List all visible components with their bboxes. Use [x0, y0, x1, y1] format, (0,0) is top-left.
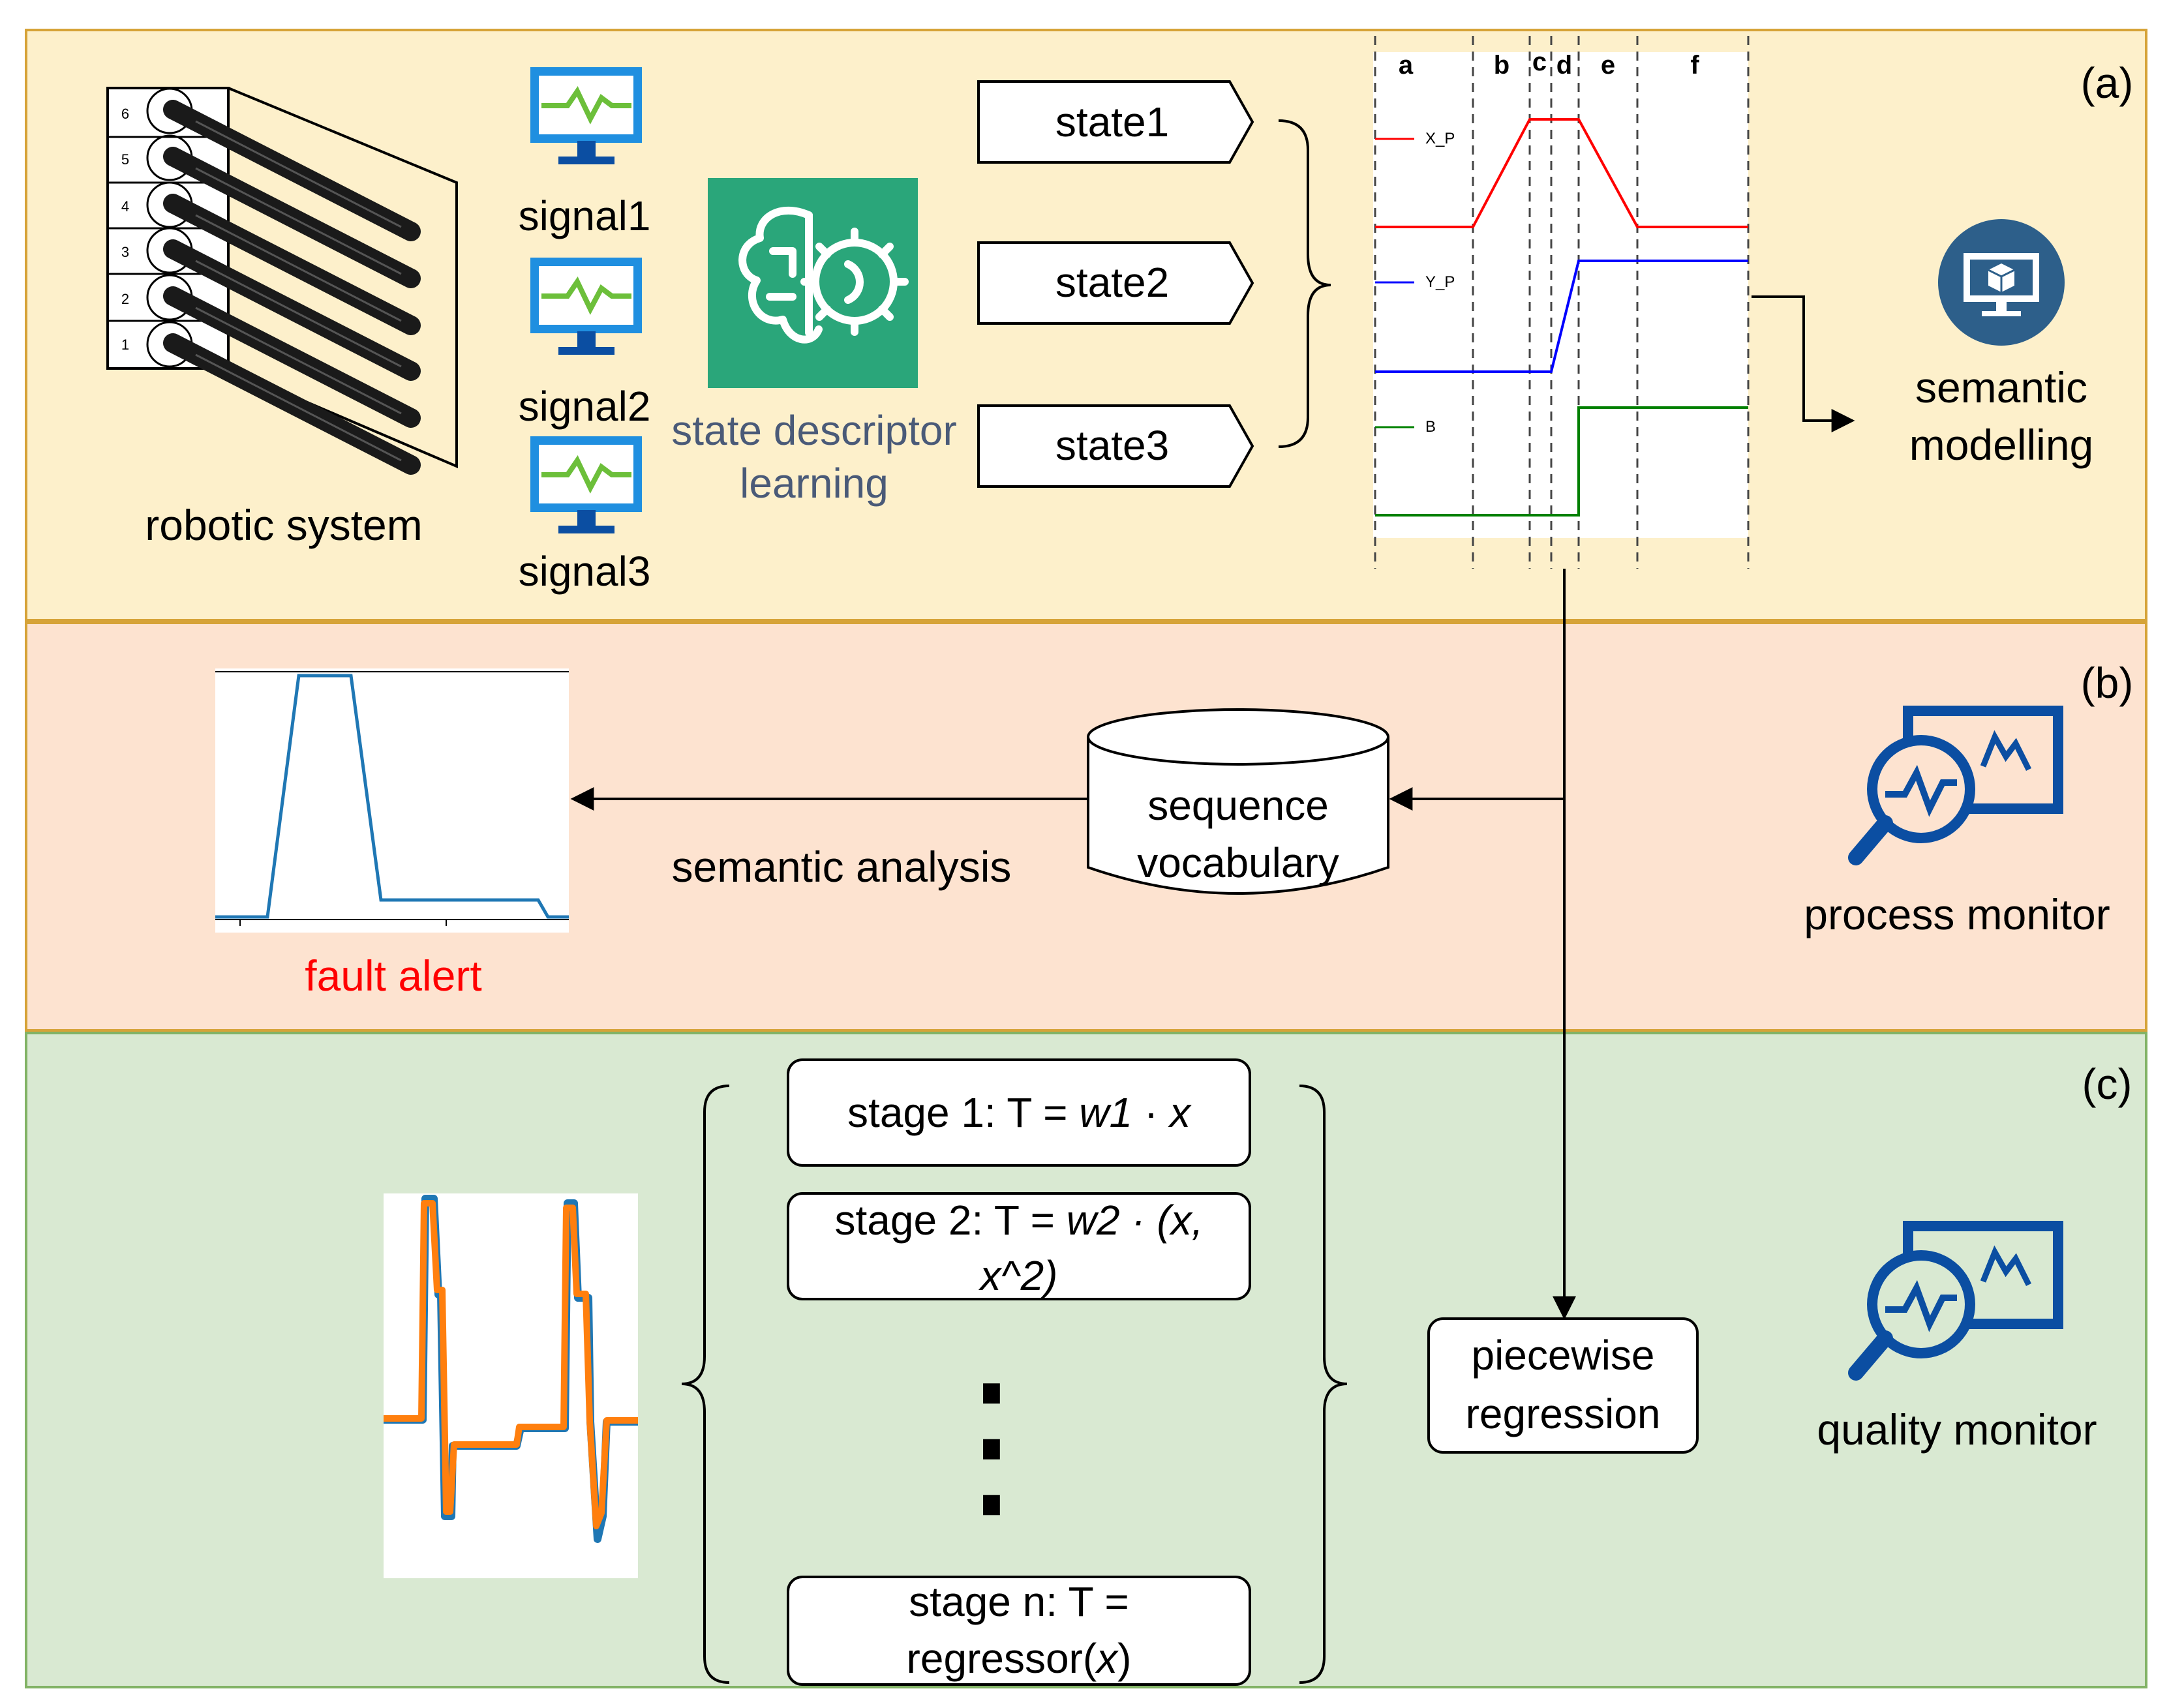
semantic-analysis-label: semantic analysis [672, 843, 1012, 891]
regression-label-line2: regression [1466, 1390, 1661, 1437]
timeline-to-modelling-arrow [1752, 295, 1855, 432]
segment-label: a [1399, 51, 1414, 80]
signal2-label: signal2 [519, 383, 651, 430]
legend-x-p: X_P [1375, 130, 1455, 147]
series-label: Y_P [1425, 273, 1455, 291]
stage-n-formula-line1: stage n: T = [909, 1578, 1129, 1625]
vocabulary-label-line1: sequence [1147, 782, 1329, 829]
stage-2-formula-line1: stage 2: T = w2 · (x, [835, 1197, 1204, 1244]
sequence-vocabulary-database: sequence vocabulary [1087, 708, 1389, 895]
state1-box: state1 [977, 80, 1254, 164]
learning-label-line2: learning [740, 460, 888, 507]
stages-ellipsis: ⋮ [910, 1353, 1073, 1535]
semantic-modelling-line1: semantic [1915, 363, 2087, 412]
slot-number: 6 [121, 106, 129, 122]
signal3-label: signal3 [519, 548, 651, 595]
legend-y-p: Y_P [1375, 273, 1455, 291]
state1-label: state1 [1055, 98, 1169, 145]
y-p-line [1375, 260, 1748, 373]
panel-a-tag: (a) [2081, 59, 2134, 107]
stages-left-brace [681, 1085, 730, 1684]
state2-box: state2 [977, 241, 1254, 325]
x-p-line [1375, 118, 1748, 228]
states-brace [1278, 119, 1331, 448]
slot-number: 1 [121, 337, 129, 353]
legend-b: B [1375, 418, 1436, 436]
state3-box: state3 [977, 404, 1254, 488]
stage-n-box: stage n: T = regressor(x) [787, 1576, 1251, 1686]
series-label: X_P [1425, 130, 1455, 147]
stages-right-brace [1299, 1085, 1348, 1684]
state3-label: state3 [1055, 422, 1169, 469]
piecewise-regression-box: piecewise regression [1427, 1317, 1699, 1454]
vocabulary-label-line2: vocabulary [1137, 839, 1339, 886]
stage-n-formula-line2: regressor(x) [907, 1635, 1132, 1682]
segment-label: c [1532, 48, 1547, 76]
state2-label: state2 [1055, 259, 1169, 306]
stage-1-formula: stage 1: T = w1 · x [847, 1089, 1192, 1136]
stage-1-box: stage 1: T = w1 · x [787, 1058, 1251, 1167]
monitor-icon [530, 258, 642, 355]
signal1-label: signal1 [519, 192, 651, 239]
monitor-icon [530, 67, 642, 164]
slot-number: 3 [121, 244, 129, 260]
panel-c-tag: (c) [2082, 1060, 2132, 1108]
slot-number: 5 [121, 151, 129, 168]
robotic-system-drawing: 6 5 4 3 2 1 [106, 87, 458, 475]
state-timeline-plot: a b c d e f X_P Y_P B [1373, 36, 1750, 569]
robotic-system-label: robotic system [145, 501, 422, 549]
b-line [1375, 406, 1748, 517]
process-monitor-label: process monitor [1804, 890, 2110, 938]
segment-label: f [1690, 51, 1699, 80]
fault-alert-label: fault alert [305, 951, 481, 1000]
slot-number: 2 [121, 291, 129, 307]
semantic-modelling-line2: modelling [1909, 421, 2094, 469]
panel-b-tag: (b) [2081, 659, 2134, 707]
segment-label: b [1494, 51, 1509, 80]
fault-plot [215, 668, 569, 933]
segment-label: d [1556, 51, 1572, 80]
slot-number: 4 [121, 198, 129, 215]
quality-monitor-label: quality monitor [1817, 1405, 2097, 1454]
analytics-magnifier-icon [1848, 706, 2063, 865]
regression-fit-plot [384, 1193, 638, 1578]
learning-label-line1: state descriptor [671, 407, 957, 454]
stage-2-box: stage 2: T = w2 · (x, x^2) [787, 1192, 1251, 1300]
series-label: B [1425, 418, 1436, 436]
segment-label: e [1601, 51, 1615, 80]
regression-label-line1: piecewise [1471, 1332, 1654, 1379]
monitor-icon [530, 436, 642, 533]
stage-2-formula-line2: x^2) [978, 1252, 1058, 1299]
cube-monitor-icon [1938, 219, 2065, 346]
brain-gear-icon [708, 178, 918, 388]
analytics-magnifier-icon [1848, 1221, 2063, 1381]
